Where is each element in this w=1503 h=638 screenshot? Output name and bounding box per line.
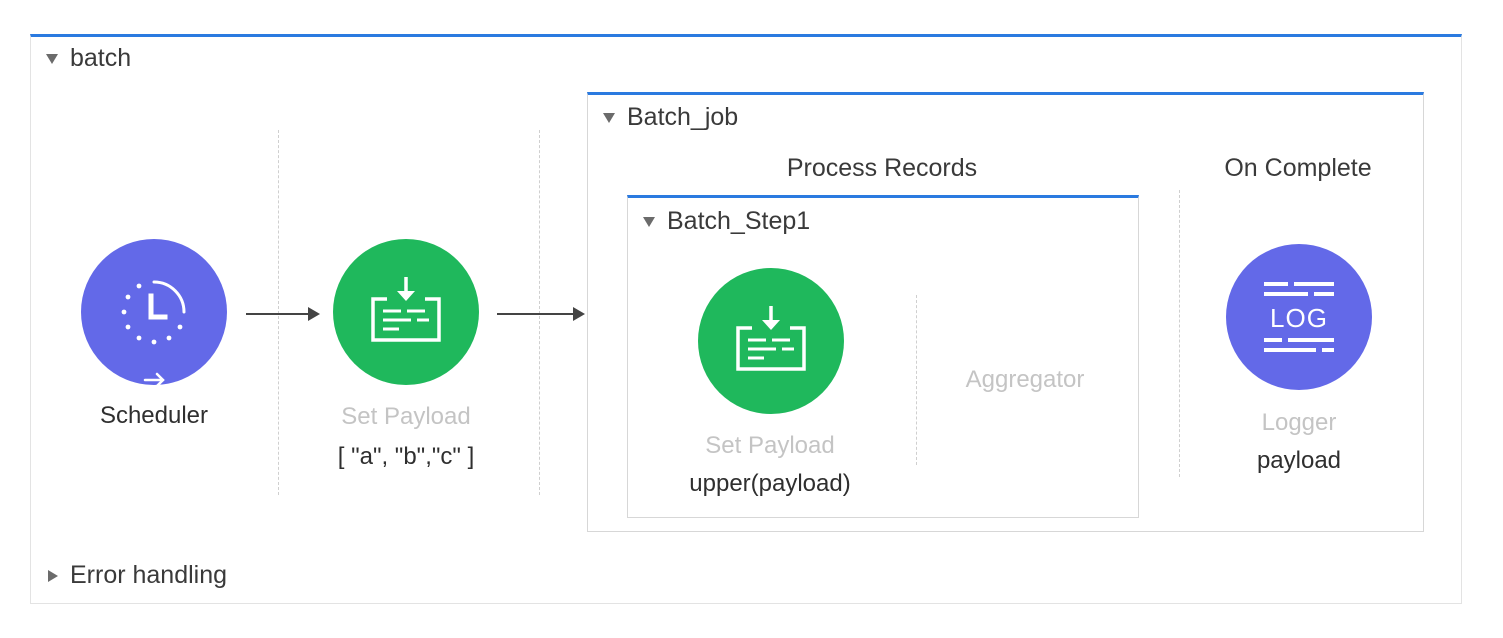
separator-line <box>1179 190 1180 477</box>
clock-icon <box>81 239 227 388</box>
separator-line <box>539 130 540 495</box>
set-payload-node[interactable] <box>698 268 844 414</box>
batch-step-scope[interactable] <box>627 195 1139 518</box>
collapse-triangle-icon[interactable] <box>603 112 615 123</box>
flow-arrow <box>246 307 320 321</box>
batch-job-name: Batch_job <box>627 103 739 131</box>
collapse-triangle-icon[interactable] <box>46 53 58 64</box>
separator-line <box>278 130 279 495</box>
logger-value: payload <box>1256 447 1342 474</box>
svg-text:LOG: LOG <box>1270 303 1328 333</box>
on-complete-title: On Complete <box>1224 154 1372 182</box>
batch-step-name: Batch_Step1 <box>667 207 811 235</box>
logger-node[interactable]: LOG <box>1226 244 1372 390</box>
scheduler-node[interactable] <box>81 239 227 388</box>
expand-triangle-icon[interactable] <box>48 569 58 582</box>
set-payload-icon <box>333 239 479 385</box>
logger-label: Logger <box>1261 409 1337 436</box>
scheduler-label: Scheduler <box>99 402 209 429</box>
flow-arrow <box>497 307 585 321</box>
separator-line <box>916 295 917 465</box>
error-handling-label: Error handling <box>70 561 228 589</box>
set-payload-node[interactable] <box>333 239 479 385</box>
collapse-triangle-icon[interactable] <box>643 216 655 227</box>
process-records-title: Process Records <box>786 154 978 182</box>
flow-name: batch <box>70 44 132 72</box>
flow-header[interactable]: batch <box>46 44 131 73</box>
aggregator-label[interactable]: Aggregator <box>965 366 1085 393</box>
set-payload-value: [ "a", "b","c" ] <box>337 443 475 470</box>
batch-job-scope[interactable] <box>587 92 1424 532</box>
batch-step-header[interactable]: Batch_Step1 <box>643 207 810 236</box>
set-payload-icon <box>698 268 844 414</box>
error-handling-header[interactable]: Error handling <box>48 561 227 590</box>
set-payload-value: upper(payload) <box>689 470 851 497</box>
logger-icon: LOG <box>1226 244 1372 390</box>
set-payload-label: Set Payload <box>341 403 471 430</box>
batch-job-header[interactable]: Batch_job <box>603 103 738 132</box>
set-payload-label: Set Payload <box>705 432 835 459</box>
